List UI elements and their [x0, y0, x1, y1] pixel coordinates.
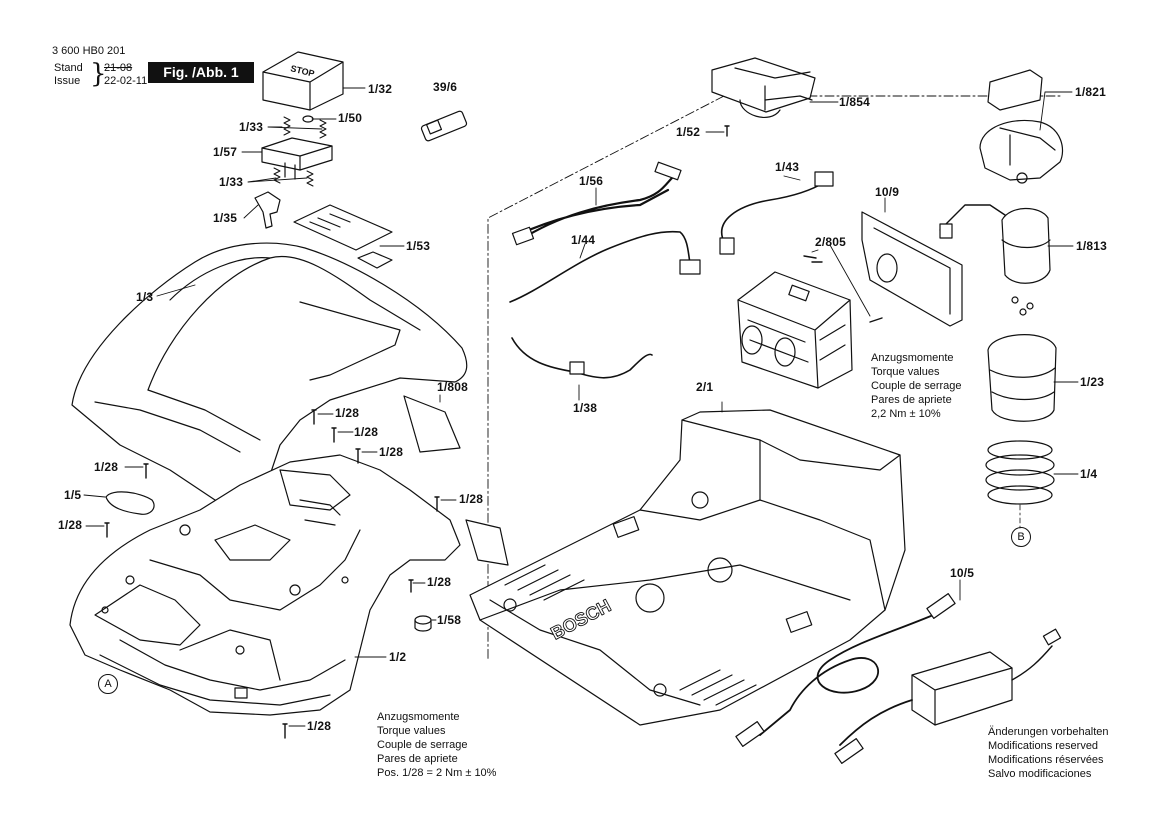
cable-connector — [679, 259, 701, 275]
callout-1-56: 1/56 — [579, 174, 604, 188]
callout-1-57: 1/57 — [213, 145, 238, 159]
flap-part-upper — [403, 395, 461, 453]
cable-connector — [814, 171, 834, 187]
callout-1-23: 1/23 — [1080, 375, 1105, 389]
callout-1-44: 1/44 — [571, 233, 596, 247]
callout-2-1: 2/1 — [696, 380, 714, 394]
callout-1-28-b: 1/28 — [354, 425, 379, 439]
cable-connector — [569, 361, 585, 375]
callout-1-28-h: 1/28 — [307, 719, 332, 733]
modifications-note: Änderungen vorbehalten Modifications res… — [988, 725, 1108, 781]
torque-note-battery: Anzugsmomente Torque values Couple de se… — [871, 351, 962, 421]
stop-cap-part: STOP — [262, 51, 344, 111]
cable-connector — [511, 226, 535, 246]
battery-pack-part — [737, 271, 853, 389]
callout-1-32: 1/32 — [368, 82, 393, 96]
callout-1-3: 1/3 — [136, 290, 154, 304]
callout-1-33-upper: 1/33 — [239, 120, 264, 134]
torque-line: Pares de apriete — [377, 753, 458, 765]
foam-pad-part — [105, 491, 155, 515]
drive-motor-part — [939, 204, 1051, 316]
rotary-knob-part — [414, 615, 432, 632]
torque-line: Couple de serrage — [377, 739, 468, 751]
control-board-part — [711, 57, 816, 119]
sensor-cable-part — [509, 230, 693, 303]
callout-1-50: 1/50 — [338, 111, 363, 125]
torque-line: Torque values — [377, 725, 446, 737]
marker-a: A — [98, 674, 118, 694]
leader-lines — [83, 87, 1079, 727]
torque-line: Pos. 1/28 = 2 Nm ± 10% — [377, 767, 497, 779]
callout-1-813: 1/813 — [1076, 239, 1108, 253]
display-foil-part — [293, 204, 393, 269]
callout-1-35: 1/35 — [213, 211, 238, 225]
lever-part — [254, 191, 281, 229]
modifications-line: Modifications réservées — [988, 754, 1104, 766]
callout-1-28-c: 1/28 — [379, 445, 404, 459]
plug-connector-part — [420, 110, 468, 142]
chassis-housing-part — [69, 454, 461, 716]
callout-1-43: 1/43 — [775, 160, 800, 174]
marker-b: B — [1011, 527, 1031, 547]
callout-1-28-f: 1/28 — [58, 518, 83, 532]
modifications-line: Änderungen vorbehalten — [988, 726, 1109, 738]
torque-line: 2,2 Nm ± 10% — [871, 408, 941, 420]
torque-note-screws: Anzugsmomente Torque values Couple de se… — [377, 710, 496, 780]
stand-value: 21-08 — [104, 62, 133, 74]
base-chassis-part: BOSCH — [469, 409, 906, 726]
callout-1-821: 1/821 — [1075, 85, 1107, 99]
torque-line: Couple de serrage — [871, 380, 962, 392]
callout-1-53: 1/53 — [406, 239, 431, 253]
cable-connector — [654, 161, 682, 181]
callout-1-2: 1/2 — [389, 650, 407, 664]
callout-1-33-lower: 1/33 — [219, 175, 244, 189]
modifications-line: Modifications reserved — [988, 740, 1099, 752]
torque-line: Anzugsmomente — [377, 711, 460, 723]
callout-1-28-e: 1/28 — [459, 492, 484, 506]
part-number: 3 600 HB0 201 — [52, 45, 126, 57]
cable-connector — [719, 237, 735, 255]
callout-1-28-g: 1/28 — [427, 575, 452, 589]
callout-1-38: 1/38 — [573, 401, 598, 415]
callout-1-854: 1/854 — [839, 95, 871, 109]
button-holder-part — [261, 137, 333, 180]
screw-parts — [104, 125, 883, 739]
modifications-line: Salvo modificaciones — [988, 768, 1092, 780]
issue-value: 22-02-11 — [104, 75, 148, 87]
callout-1-52: 1/52 — [676, 125, 701, 139]
battery-cover-part — [861, 211, 963, 327]
callout-1-808: 1/808 — [437, 380, 469, 394]
motor-head-part — [979, 69, 1064, 184]
callout-1-4: 1/4 — [1080, 467, 1098, 481]
motor-housing-part — [987, 334, 1057, 422]
washer-part — [302, 115, 314, 123]
callout-10-9: 10/9 — [875, 185, 900, 199]
callout-1-58: 1/58 — [437, 613, 462, 627]
stand-label: Stand — [54, 62, 83, 74]
callout-10-5: 10/5 — [950, 566, 975, 580]
compression-spring-part — [985, 440, 1055, 529]
callout-1-28-d: 1/28 — [94, 460, 119, 474]
callout-1-28-a: 1/28 — [335, 406, 360, 420]
top-cover-part — [71, 242, 468, 511]
callout-1-5: 1/5 — [64, 488, 82, 502]
spring-parts — [273, 116, 327, 187]
torque-line: Pares de apriete — [871, 394, 952, 406]
flap-part-lower — [465, 519, 509, 566]
figure-badge: Fig. /Abb. 1 — [148, 62, 254, 83]
callout-2-805: 2/805 — [815, 235, 847, 249]
callout-39-6: 39/6 — [433, 80, 458, 94]
torque-line: Torque values — [871, 366, 940, 378]
charger-power-supply-part — [735, 593, 1062, 764]
switch-cable-part — [721, 181, 826, 245]
torque-line: Anzugsmomente — [871, 352, 954, 364]
bracket-brace: } — [90, 59, 107, 89]
motor-cable-part — [511, 337, 653, 379]
issue-label: Issue — [54, 75, 81, 87]
